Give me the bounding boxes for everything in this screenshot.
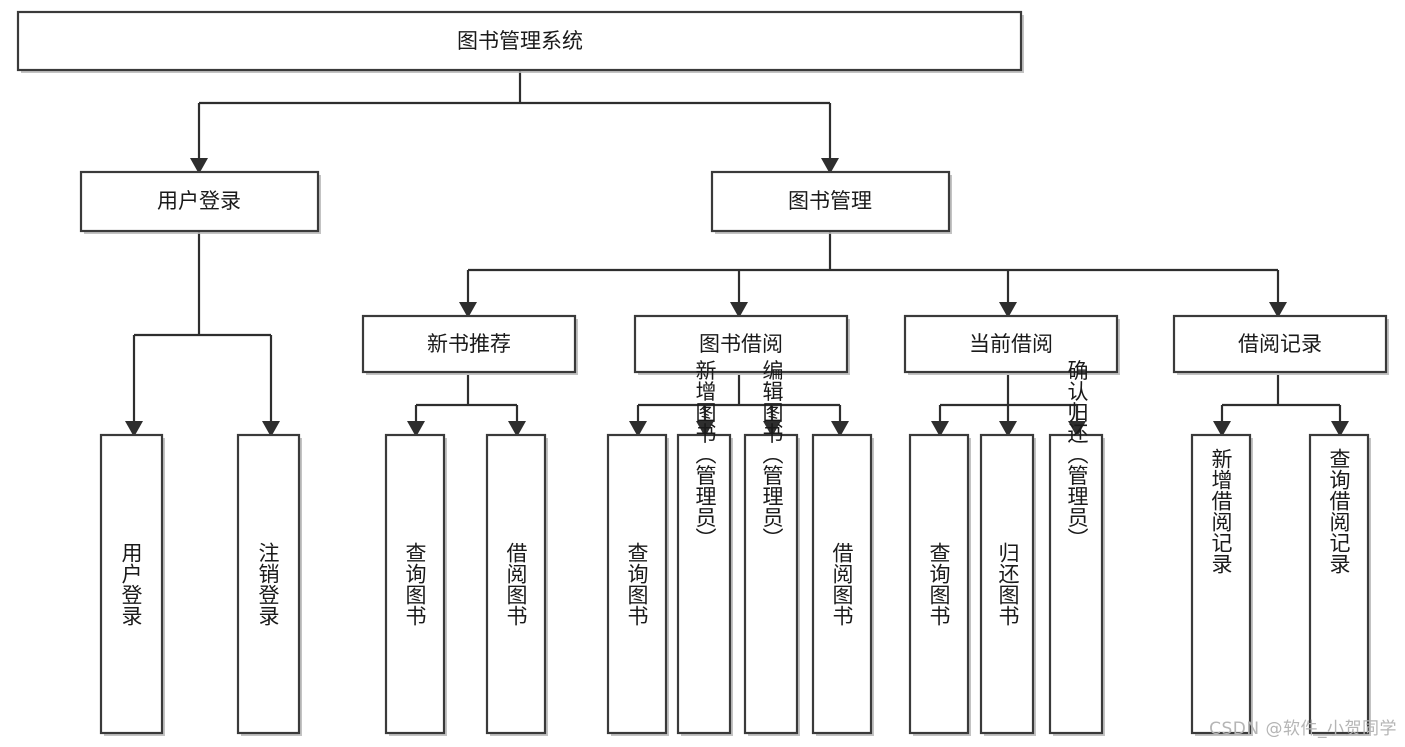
leaf-6-label: 新增图书（管理员） xyxy=(693,360,717,549)
arrow-leaf-3 xyxy=(407,421,425,437)
arrow-to-bookmgmt xyxy=(821,158,839,174)
leaf-8-box xyxy=(811,433,873,735)
leaf-11-box xyxy=(1048,433,1104,735)
leaf-9-box xyxy=(908,433,970,735)
leaf-13-box xyxy=(1308,433,1370,735)
current-label: 当前借阅 xyxy=(969,332,1053,356)
leaf-node[interactable]: 归还图书 xyxy=(979,433,1036,736)
node-bookmgmt[interactable]: 图书管理 xyxy=(710,170,952,234)
leaf-node[interactable]: 编辑图书（管理员） xyxy=(743,360,800,737)
login-label: 用户登录 xyxy=(157,189,241,213)
leaf-6-box xyxy=(676,433,732,735)
borrow-label: 图书借阅 xyxy=(699,332,783,356)
arrow-leaf-9 xyxy=(931,421,949,437)
root-label: 图书管理系统 xyxy=(457,29,583,53)
newbook-box xyxy=(361,314,577,374)
leaf-10-label: 归还图书 xyxy=(996,542,1020,626)
leaf-node[interactable]: 新增借阅记录 xyxy=(1190,433,1253,736)
leaf-7-box xyxy=(743,433,799,735)
leaf-9-label: 查询图书 xyxy=(927,542,951,626)
leaf-node[interactable]: 新增图书（管理员） xyxy=(676,360,733,737)
arrow-leaf-5 xyxy=(629,421,647,437)
node-record[interactable]: 借阅记录 xyxy=(1172,314,1389,375)
node-root[interactable]: 图书管理系统 xyxy=(16,10,1024,73)
leaf-node[interactable]: 借阅图书 xyxy=(811,433,874,736)
leaf-5-label: 查询图书 xyxy=(625,542,649,626)
leaf-node[interactable]: 借阅图书 xyxy=(485,433,548,736)
borrow-box xyxy=(633,314,849,374)
leaf-3-box xyxy=(384,433,446,735)
node-borrow[interactable]: 图书借阅 xyxy=(633,314,850,375)
record-label: 借阅记录 xyxy=(1238,332,1322,356)
leaf-node[interactable]: 用户登录 xyxy=(99,433,165,736)
leaf-4-box xyxy=(485,433,547,735)
node-current[interactable]: 当前借阅 xyxy=(903,314,1120,375)
arrow-leaf-6 xyxy=(696,421,714,437)
leaf-node[interactable]: 确认归还（管理员） xyxy=(1048,360,1105,737)
leaf-11-label: 确认归还（管理员） xyxy=(1065,360,1089,549)
leaf-3-label: 查询图书 xyxy=(403,542,427,626)
arrow-leaf-13 xyxy=(1331,421,1349,437)
arrow-leaf-1 xyxy=(125,421,143,437)
leaf-node[interactable]: 查询图书 xyxy=(384,433,447,736)
leaf-13-label: 查询借阅记录 xyxy=(1327,448,1351,574)
leaf-8-label: 借阅图书 xyxy=(830,542,854,626)
current-box xyxy=(903,314,1119,374)
arrow-record xyxy=(1269,302,1287,318)
arrow-leaf-7 xyxy=(763,421,781,437)
arrow-newbook xyxy=(459,302,477,318)
leaf-5-box xyxy=(606,433,668,735)
record-box xyxy=(1172,314,1388,374)
node-newbook[interactable]: 新书推荐 xyxy=(361,314,578,375)
arrow-leaf-2 xyxy=(262,421,280,437)
node-login[interactable]: 用户登录 xyxy=(79,170,321,234)
leaf-node[interactable]: 注销登录 xyxy=(236,433,302,736)
leaf-node[interactable]: 查询借阅记录 xyxy=(1308,433,1371,736)
arrow-to-login xyxy=(190,158,208,174)
leaf-node[interactable]: 查询图书 xyxy=(606,433,669,736)
leaf-12-box xyxy=(1190,433,1252,735)
bookmgmt-label: 图书管理 xyxy=(788,189,872,213)
arrow-borrow xyxy=(730,302,748,318)
connector-layer xyxy=(125,71,1349,437)
root-box xyxy=(16,10,1023,72)
leaf-12-label: 新增借阅记录 xyxy=(1209,448,1233,574)
leaf-1-label: 用户登录 xyxy=(119,542,143,626)
login-box xyxy=(79,170,320,233)
leaf-2-box xyxy=(236,433,301,735)
newbook-label: 新书推荐 xyxy=(427,332,511,356)
leaf-1-box xyxy=(99,433,164,735)
arrow-leaf-10 xyxy=(999,421,1017,437)
leaf-10-box xyxy=(979,433,1035,735)
bookmgmt-box xyxy=(710,170,951,233)
leaf-7-label: 编辑图书（管理员） xyxy=(760,360,784,549)
arrow-current xyxy=(999,302,1017,318)
arrow-leaf-4 xyxy=(508,421,526,437)
arrow-leaf-11 xyxy=(1068,421,1086,437)
leaf-2-label: 注销登录 xyxy=(256,542,280,626)
arrow-leaf-8 xyxy=(831,421,849,437)
leaf-node[interactable]: 查询图书 xyxy=(908,433,971,736)
leaf-4-label: 借阅图书 xyxy=(504,542,528,626)
arrow-leaf-12 xyxy=(1213,421,1231,437)
